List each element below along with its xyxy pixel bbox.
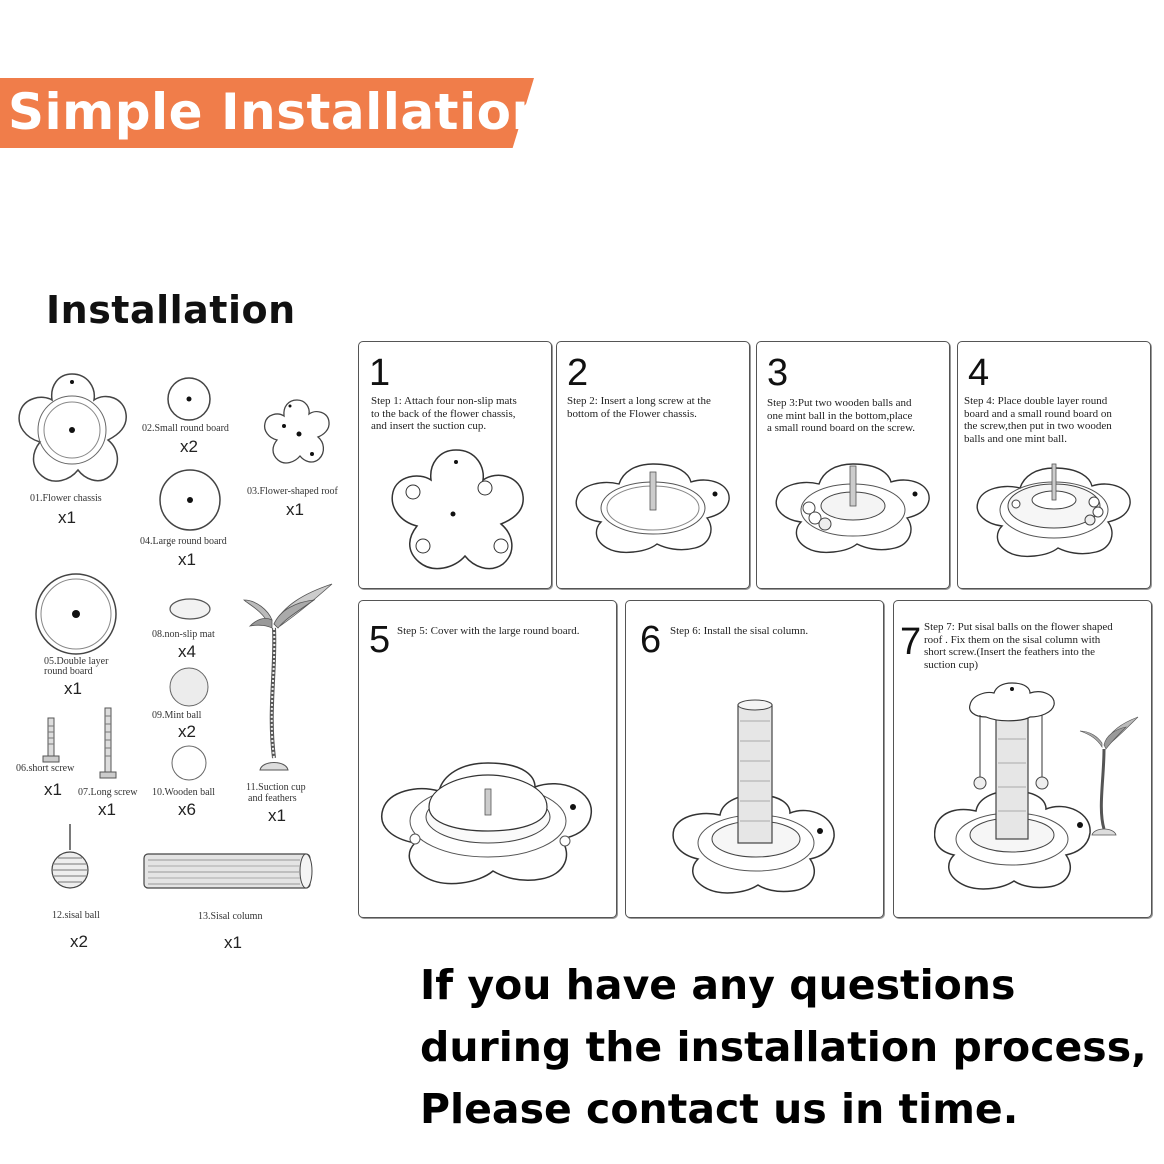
- step-number: 7: [900, 621, 922, 663]
- large-round-board-illustration: [159, 469, 221, 531]
- part-label: 09.Mint ball: [152, 710, 202, 721]
- part-label: 07.Long screw: [78, 787, 138, 798]
- step-number: 6: [640, 619, 662, 661]
- part-label: 01.Flower chassis: [30, 493, 102, 504]
- suction-cup-feathers-illustration: [243, 583, 333, 771]
- part-qty: x2: [178, 722, 196, 741]
- installation-title: Installation: [46, 288, 296, 332]
- part-label: 05.Double layer: [44, 656, 109, 667]
- part-qty: x1: [286, 500, 304, 519]
- part-label: 03.Flower-shaped roof: [247, 486, 338, 497]
- step-2-illustration: [575, 463, 730, 554]
- part-qty: x1: [268, 806, 286, 825]
- step-number: 3: [767, 352, 789, 394]
- part-label: 10.Wooden ball: [152, 787, 216, 798]
- part-qty: x1: [178, 550, 196, 569]
- part-qty: x1: [98, 800, 116, 819]
- part-qty: x1: [58, 508, 76, 527]
- step-6-illustration: [672, 699, 835, 894]
- step-7-panel: 7 Step 7: Put sisal balls on the flower …: [893, 600, 1152, 918]
- part-label: and feathers: [248, 793, 297, 804]
- short-screw-illustration: [42, 717, 60, 763]
- part-label: 06.short screw: [16, 763, 75, 774]
- contact-line-3: Please contact us in time.: [420, 1085, 1019, 1133]
- step-7-illustration: [934, 682, 1139, 890]
- part-qty: x1: [224, 933, 242, 952]
- contact-message: If you have any questions during the ins…: [420, 954, 1147, 1140]
- part-qty: x2: [180, 437, 198, 456]
- step-instructions: Step 7: Put sisal balls on the flower sh…: [924, 621, 1113, 671]
- part-qty: x6: [178, 800, 196, 819]
- flower-chassis-illustration: [18, 373, 127, 482]
- step-6-panel: 6 Step 6: Install the sisal column.: [625, 600, 884, 918]
- parts-list: 01.Flower chassis x1 02.Small round boar…: [0, 350, 356, 970]
- flower-roof-illustration: [263, 399, 330, 464]
- step-number: 1: [369, 352, 391, 394]
- part-label: 08.non-slip mat: [152, 629, 215, 640]
- step-instructions: Step 5: Cover with the large round board…: [397, 625, 580, 637]
- part-qty: x2: [70, 932, 88, 951]
- part-qty: x1: [64, 679, 82, 698]
- wooden-ball-illustration: [171, 745, 207, 781]
- contact-line-1: If you have any questions: [420, 961, 1016, 1009]
- step-5-panel: 5 Step 5: Cover with the large round boa…: [358, 600, 617, 918]
- contact-line-2: during the installation process,: [420, 1023, 1147, 1071]
- part-label: 12.sisal ball: [52, 910, 100, 921]
- part-label: 13.Sisal column: [198, 911, 263, 922]
- step-instructions: Step 6: Install the sisal column.: [670, 625, 809, 637]
- part-label: 11.Suction cup: [246, 782, 306, 793]
- non-slip-mat-illustration: [169, 598, 211, 620]
- mint-ball-illustration: [169, 667, 209, 707]
- double-layer-board-illustration: [35, 573, 117, 655]
- step-4-illustration: [976, 463, 1131, 558]
- banner-background: [0, 78, 534, 148]
- part-label: 02.Small round board: [142, 423, 229, 434]
- part-qty: x1: [44, 780, 62, 799]
- step-3-illustration: [775, 463, 930, 554]
- step-number: 2: [567, 352, 589, 394]
- step-1-illustration: [391, 449, 524, 570]
- sisal-ball-illustration: [51, 824, 89, 889]
- banner-title: Simple Installation: [8, 83, 548, 141]
- part-label: round board: [44, 666, 93, 677]
- step-5-illustration: [381, 762, 592, 885]
- small-round-board-illustration: [167, 377, 211, 421]
- step-number: 5: [369, 619, 391, 661]
- step-number: 4: [968, 352, 990, 394]
- part-qty: x4: [178, 642, 196, 661]
- part-label: 04.Large round board: [140, 536, 227, 547]
- long-screw-illustration: [99, 707, 117, 779]
- sisal-column-illustration: [143, 853, 313, 889]
